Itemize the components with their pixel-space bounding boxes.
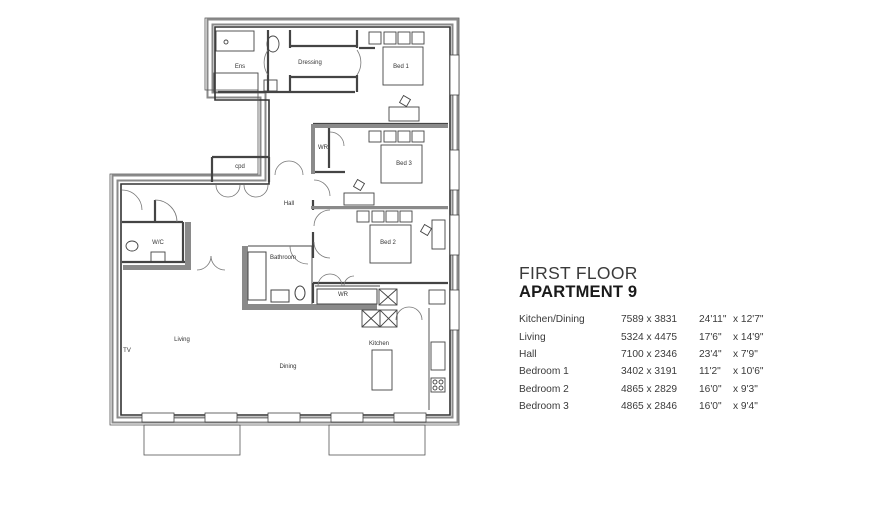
room-name: Bedroom 1 — [519, 366, 569, 378]
imperial-width: x 12'7" — [733, 314, 764, 326]
imperial-width: x 14'9" — [733, 331, 764, 343]
room-label-living: Living — [174, 337, 190, 343]
room-label-bathroom: Bathroom — [270, 255, 296, 261]
apartment-info: FIRST FLOOR APARTMENT 9 Kitchen/Dining 75… — [519, 263, 763, 415]
room-label-dining: Dining — [279, 364, 296, 370]
room-label-hall: Hall — [284, 201, 294, 207]
imperial-length: 17'6" — [699, 331, 722, 343]
imperial-length: 24'11" — [699, 314, 727, 326]
bathroom-wr — [247, 245, 380, 305]
room-label-bed3: Bed 3 — [396, 161, 412, 167]
room-dimensions-table: Kitchen/Dining 7589 x 3831 24'11" x 12'7" Li… — [519, 311, 763, 415]
metric-size: 4865 x 2846 — [621, 401, 678, 413]
imperial-length: 16'0" — [699, 383, 722, 395]
dimension-row: Kitchen/Dining 7589 x 3831 24'11" x 12'7" — [519, 311, 763, 328]
imperial-length: 23'4" — [699, 348, 722, 360]
imperial-width: x 9'4" — [733, 401, 758, 413]
dimension-row: Living 5324 x 4475 17'6" x 14'9" — [519, 328, 763, 345]
room-label-ens: Ens — [235, 64, 245, 70]
apartment-title: APARTMENT 9 — [519, 283, 638, 301]
dimension-row: Hall 7100 x 2346 23'4" x 7'9" — [519, 346, 763, 363]
metric-size: 7589 x 3831 — [621, 314, 678, 326]
windows — [141, 54, 460, 423]
room-label-wr-top: WR — [318, 145, 329, 151]
room-label-wr-bottom: WR — [338, 292, 349, 298]
room-name: Kitchen/Dining — [519, 314, 585, 326]
metric-size: 5324 x 4475 — [621, 331, 678, 343]
doors — [121, 49, 423, 321]
room-name: Hall — [519, 348, 537, 360]
metric-size: 3402 x 3191 — [621, 366, 678, 378]
metric-size: 7100 x 2346 — [621, 348, 678, 360]
floor-title: FIRST FLOOR — [519, 263, 638, 283]
room-label-cpd: cpd — [235, 164, 245, 170]
room-label-dressing: Dressing — [298, 60, 322, 66]
imperial-width: x 9'3" — [733, 383, 758, 395]
imperial-length: 16'0" — [699, 401, 722, 413]
imperial-width: x 7'9" — [733, 348, 758, 360]
room-label-kitchen: Kitchen — [369, 341, 389, 347]
room-label-bed2: Bed 2 — [380, 240, 396, 246]
room-label-bed1: Bed 1 — [393, 64, 409, 70]
dimension-row: Bedroom 2 4865 x 2829 16'0" x 9'3" — [519, 381, 763, 398]
balconies — [143, 424, 426, 456]
fixtures — [125, 30, 446, 410]
room-label-tv: TV — [123, 348, 131, 354]
room-name: Bedroom 2 — [519, 383, 569, 395]
metric-size: 4865 x 2829 — [621, 383, 678, 395]
dimension-row: Bedroom 3 4865 x 2846 16'0" x 9'4" — [519, 398, 763, 415]
room-label-wc: W/C — [152, 240, 164, 246]
dimension-row: Bedroom 1 3402 x 3191 11'2" x 10'6" — [519, 363, 763, 380]
partition-walls — [123, 124, 448, 310]
room-name: Living — [519, 331, 546, 343]
imperial-width: x 10'6" — [733, 366, 764, 378]
room-name: Bedroom 3 — [519, 401, 569, 413]
imperial-length: 11'2" — [699, 366, 721, 378]
